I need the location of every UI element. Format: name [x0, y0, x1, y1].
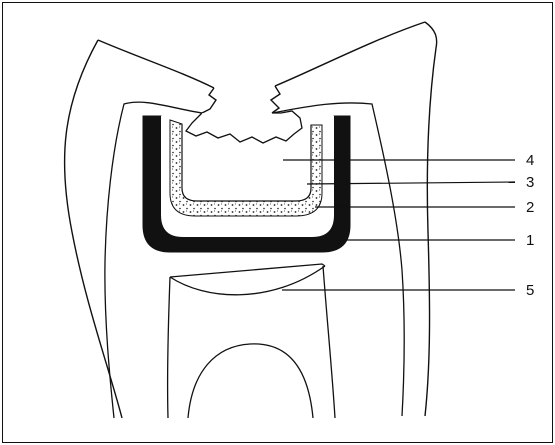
pulp-horn — [188, 344, 313, 418]
label-2: 2 — [526, 199, 534, 216]
label-4: 4 — [526, 152, 534, 169]
pulp-chamber — [168, 264, 335, 418]
label-3: 3 — [526, 174, 534, 191]
fracture-right-edge — [271, 86, 280, 113]
pulp-roof-top — [170, 264, 325, 277]
label-5: 5 — [526, 282, 534, 299]
outer-right-wall — [425, 22, 437, 416]
outer-left-wall — [65, 40, 122, 418]
outer-cusp-right-top — [275, 22, 425, 86]
fracture-left-edge — [202, 88, 216, 113]
outer-cusp-left-top — [98, 40, 214, 88]
label-1: 1 — [526, 232, 534, 249]
pulp-left-wall — [168, 277, 170, 418]
pulp-right-wall — [323, 266, 335, 418]
